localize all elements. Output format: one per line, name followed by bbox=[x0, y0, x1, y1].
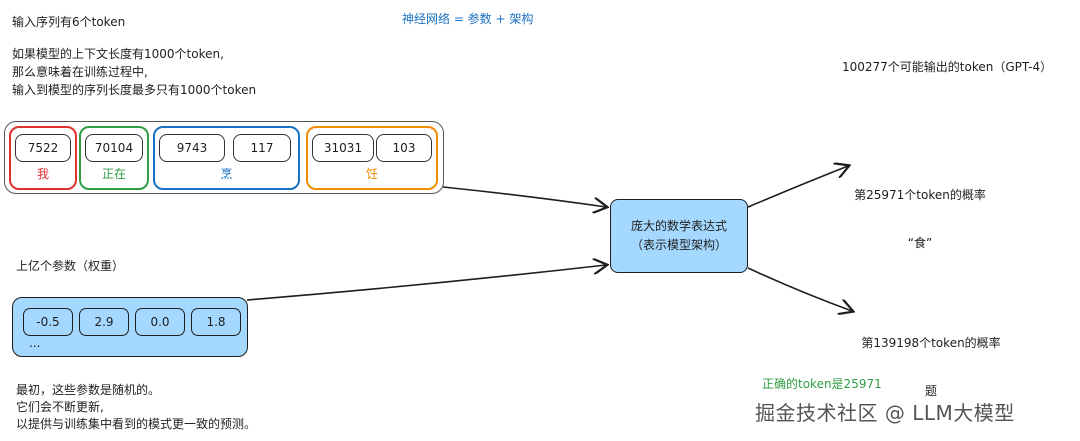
token-group-label: 烹 bbox=[220, 167, 233, 181]
token-id: 9743 bbox=[159, 134, 225, 162]
token-id: 7522 bbox=[15, 134, 71, 162]
output-probability-2: 第139198个token的概率 题 bbox=[858, 303, 1004, 415]
model-expression-box: 庞大的数学表达式 （表示模型架构） bbox=[610, 199, 748, 273]
param-value: -0.5 bbox=[23, 308, 73, 336]
token-group-label: 饪 bbox=[365, 167, 378, 181]
correct-token-note: 正确的token是25971 bbox=[762, 377, 882, 391]
token-group-wo: 7522 我 bbox=[9, 126, 77, 190]
token-group-ren: 31031 103 饪 bbox=[306, 126, 438, 190]
output-1-line-2: “食” bbox=[907, 236, 933, 250]
params-ellipsis: ... bbox=[29, 336, 41, 350]
token-id: 117 bbox=[233, 134, 291, 162]
params-note-line-3: 以提供与训练集中看到的模式更一致的预测。 bbox=[16, 417, 257, 431]
arrow-model-to-output2 bbox=[747, 267, 852, 311]
output-probability-1: 第25971个token的概率 “食” bbox=[850, 155, 990, 267]
param-value: 2.9 bbox=[79, 308, 129, 336]
token-group-label: 我 bbox=[36, 167, 49, 181]
vocab-size-label: 100277个可能输出的token（GPT-4） bbox=[842, 60, 1053, 74]
arrow-tokens-to-model bbox=[442, 186, 606, 207]
output-2-line-1: 第139198个token的概率 bbox=[861, 336, 1001, 350]
arrow-model-to-output1 bbox=[747, 166, 848, 208]
diagram-title: 神经网络 = 参数 + 架构 bbox=[402, 12, 534, 26]
token-group-peng: 9743 117 烹 bbox=[153, 126, 300, 190]
param-value: 1.8 bbox=[191, 308, 241, 336]
model-line-2: （表示模型架构） bbox=[630, 238, 727, 252]
token-sequence-container: 7522 我 70104 正在 9743 117 烹 31031 103 饪 bbox=[4, 121, 444, 194]
context-line-3: 输入到模型的序列长度最多只有1000个token bbox=[12, 83, 257, 97]
token-id: 31031 bbox=[312, 134, 374, 162]
input-sequence-label: 输入序列有6个token bbox=[12, 15, 126, 29]
output-2-line-2: 题 bbox=[924, 384, 937, 398]
arrow-params-to-model bbox=[246, 265, 606, 301]
token-group-label: 正在 bbox=[101, 167, 126, 181]
context-line-1: 如果模型的上下文长度有1000个token, bbox=[12, 47, 224, 61]
token-id: 70104 bbox=[85, 134, 143, 162]
parameters-box: -0.5 2.9 0.0 1.8 ... bbox=[12, 297, 248, 357]
params-title: 上亿个参数（权重） bbox=[16, 259, 125, 273]
model-line-1: 庞大的数学表达式 bbox=[630, 219, 727, 233]
output-1-line-1: 第25971个token的概率 bbox=[854, 188, 986, 202]
watermark: 掘金技术社区 @ LLM大模型 bbox=[755, 401, 1015, 425]
params-note-line-1: 最初，这些参数是随机的。 bbox=[16, 383, 161, 397]
token-group-zhengzai: 70104 正在 bbox=[79, 126, 149, 190]
context-line-2: 那么意味着在训练过程中, bbox=[12, 65, 148, 79]
params-note-line-2: 它们会不断更新, bbox=[16, 400, 104, 414]
token-id: 103 bbox=[376, 134, 432, 162]
param-value: 0.0 bbox=[135, 308, 185, 336]
